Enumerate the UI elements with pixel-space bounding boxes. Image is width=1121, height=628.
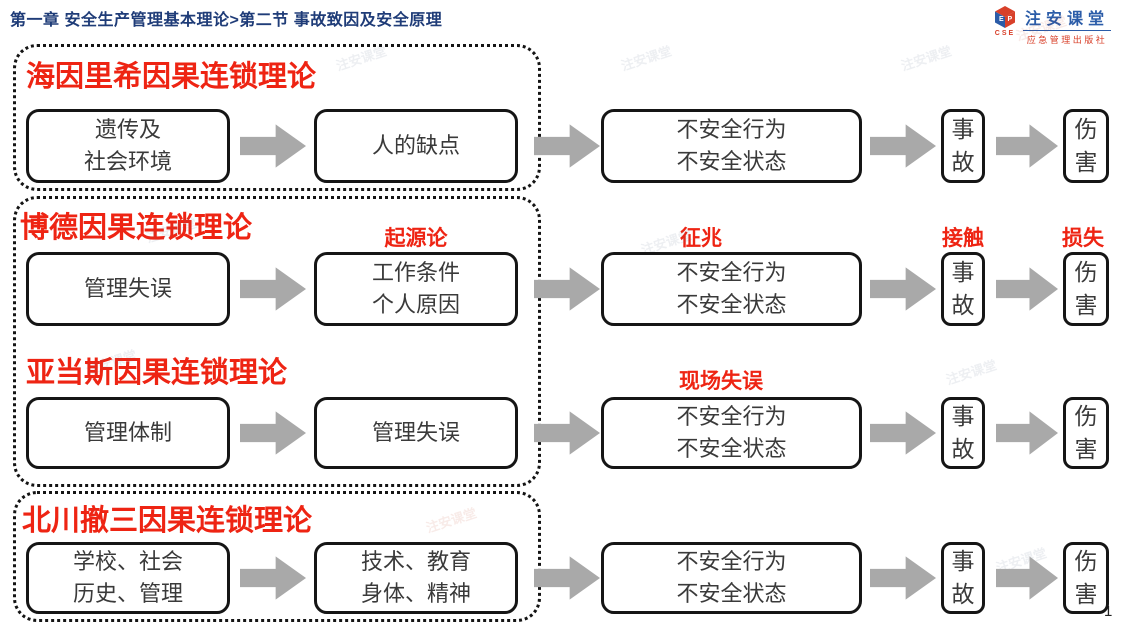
box-line: 不安全行为 xyxy=(676,404,787,429)
arrow-right-icon xyxy=(870,556,936,600)
watermark: 注安课堂 xyxy=(619,43,674,74)
heinrich-title: 海因里希因果连锁理论 xyxy=(26,61,317,93)
arrow-right-icon xyxy=(870,267,936,311)
arrow-right-icon xyxy=(996,556,1058,600)
box-line: 不安全状态 xyxy=(676,436,787,461)
box-line: 历史、管理 xyxy=(72,581,183,606)
adams-stage1-box: 管理体制 xyxy=(26,397,230,469)
bird-stage2-box: 工作条件 个人原因 xyxy=(314,252,518,326)
box-line: 不安全行为 xyxy=(676,117,787,142)
arrow-right-icon xyxy=(870,124,936,168)
arrow-right-icon xyxy=(534,124,600,168)
watermark: 注安课堂 xyxy=(899,43,954,74)
logo-caption: CSE xyxy=(994,30,1016,37)
box-line: 伤害 xyxy=(1074,116,1098,175)
kitagawa-accident-box: 事故 xyxy=(941,542,985,614)
bird-stage1-box: 管理失误 xyxy=(26,252,230,326)
arrow-right-icon xyxy=(534,267,600,311)
box-line: 管理失误 xyxy=(371,420,460,445)
box-line: 事故 xyxy=(951,548,975,607)
box-line: 不安全状态 xyxy=(676,581,787,606)
kitagawa-stage3-box: 不安全行为 不安全状态 xyxy=(601,542,862,614)
heinrich-group-outline xyxy=(13,44,541,191)
box-line: 事故 xyxy=(951,259,975,318)
box-line: 伤害 xyxy=(1074,403,1098,462)
adams-injury-box: 伤害 xyxy=(1063,397,1109,469)
box-line: 不安全状态 xyxy=(676,292,787,317)
heinrich-stage3-box: 不安全行为 不安全状态 xyxy=(601,109,862,183)
page-number: 1 xyxy=(1104,603,1113,620)
heinrich-stage1-box: 遗传及 社会环境 xyxy=(26,109,230,183)
label-contact: 接触 xyxy=(942,227,984,250)
box-line: 伤害 xyxy=(1074,548,1098,607)
cube-logo-icon: E P CSE xyxy=(993,5,1017,37)
logo-text: 注安课堂 应急管理出版社 xyxy=(1022,5,1111,46)
arrow-right-icon xyxy=(996,267,1058,311)
kitagawa-stage2-box: 技术、教育 身体、精神 xyxy=(314,542,518,614)
bird-accident-box: 事故 xyxy=(941,252,985,326)
box-line: 事故 xyxy=(951,403,975,462)
label-sign: 征兆 xyxy=(680,227,722,250)
box-line: 个人原因 xyxy=(371,292,460,317)
arrow-right-icon xyxy=(870,411,936,455)
logo-subtitle: 应急管理出版社 xyxy=(1026,35,1108,45)
arrow-right-icon xyxy=(534,411,600,455)
kitagawa-stage1-box: 学校、社会 历史、管理 xyxy=(26,542,230,614)
bird-stage3-box: 不安全行为 不安全状态 xyxy=(601,252,862,326)
label-loss: 损失 xyxy=(1062,227,1104,250)
heinrich-injury-box: 伤害 xyxy=(1063,109,1109,183)
bird-title: 博德因果连锁理论 xyxy=(20,212,253,244)
label-site-error: 现场失误 xyxy=(679,370,763,393)
adams-stage3-box: 不安全行为 不安全状态 xyxy=(601,397,862,469)
kitagawa-injury-box: 伤害 xyxy=(1063,542,1109,614)
box-line: 不安全行为 xyxy=(676,549,787,574)
box-line: 不安全行为 xyxy=(676,260,787,285)
adams-title: 亚当斯因果连锁理论 xyxy=(26,357,288,389)
box-line: 身体、精神 xyxy=(360,581,471,606)
box-line: 遗传及 xyxy=(94,117,161,142)
svg-text:P: P xyxy=(1007,16,1012,23)
box-line: 人的缺点 xyxy=(371,133,460,158)
arrow-right-icon xyxy=(996,124,1058,168)
publisher-logo: E P CSE 注安课堂 应急管理出版社 xyxy=(993,5,1111,46)
box-line: 社会环境 xyxy=(83,149,172,174)
arrow-right-icon xyxy=(996,411,1058,455)
kitagawa-title: 北川撤三因果连锁理论 xyxy=(22,505,313,537)
adams-stage2-box: 管理失误 xyxy=(314,397,518,469)
box-line: 管理失误 xyxy=(83,276,172,301)
box-line: 工作条件 xyxy=(371,260,460,285)
box-line: 技术、教育 xyxy=(360,549,471,574)
arrow-right-icon xyxy=(534,556,600,600)
box-line: 管理体制 xyxy=(83,420,172,445)
logo-title: 注安课堂 xyxy=(1022,5,1111,31)
adams-accident-box: 事故 xyxy=(941,397,985,469)
breadcrumb: 第一章 安全生产管理基本理论>第二节 事故致因及安全原理 xyxy=(10,12,443,29)
label-origin: 起源论 xyxy=(384,227,448,250)
watermark: 注安课堂 xyxy=(944,357,999,388)
kitagawa-group-outline xyxy=(13,491,541,622)
box-line: 不安全状态 xyxy=(676,149,787,174)
box-line: 伤害 xyxy=(1074,259,1098,318)
heinrich-accident-box: 事故 xyxy=(941,109,985,183)
bird-injury-box: 伤害 xyxy=(1063,252,1109,326)
heinrich-stage2-box: 人的缺点 xyxy=(314,109,518,183)
cube-icon: E P xyxy=(994,6,1015,28)
bird-adams-group-outline xyxy=(13,196,541,487)
box-line: 事故 xyxy=(951,116,975,175)
svg-text:E: E xyxy=(999,16,1004,23)
box-line: 学校、社会 xyxy=(72,549,183,574)
